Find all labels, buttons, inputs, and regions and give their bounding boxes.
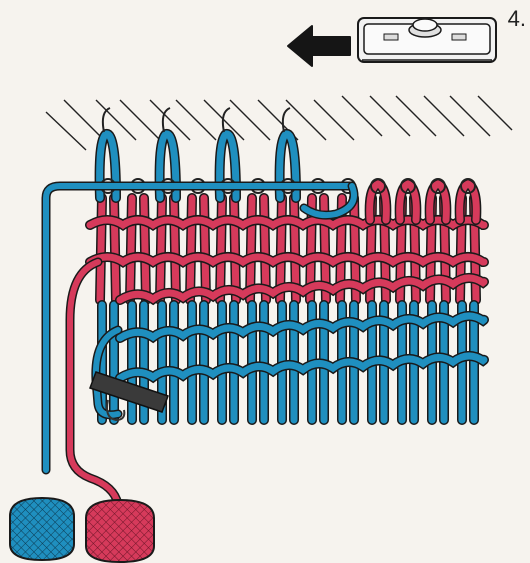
needle-row: [100, 108, 477, 220]
needle-hook: [460, 179, 477, 220]
stitch-leg: [130, 198, 132, 300]
stitch-leg: [144, 198, 146, 300]
stitch-leg: [220, 198, 222, 300]
course-row: [90, 220, 484, 225]
carriage-icon: [358, 18, 496, 62]
arrow-left-icon: [288, 26, 350, 66]
course-row: [90, 257, 484, 262]
needle-hook: [370, 179, 387, 220]
blue-yarn-ball: [10, 498, 74, 560]
stitch-leg: [234, 198, 236, 300]
step-number: 4.: [508, 6, 526, 32]
stitch-leg: [114, 198, 116, 300]
stitch-leg: [174, 198, 176, 300]
stitch-leg: [204, 198, 206, 300]
red-yarn-ball: [86, 500, 154, 562]
stitch-leg: [100, 198, 102, 300]
stitch-leg: [160, 198, 162, 300]
knitted-fabric: [90, 198, 484, 420]
needle-hook: [430, 179, 447, 220]
needle-hook: [400, 179, 417, 220]
stitch-leg: [190, 198, 192, 300]
